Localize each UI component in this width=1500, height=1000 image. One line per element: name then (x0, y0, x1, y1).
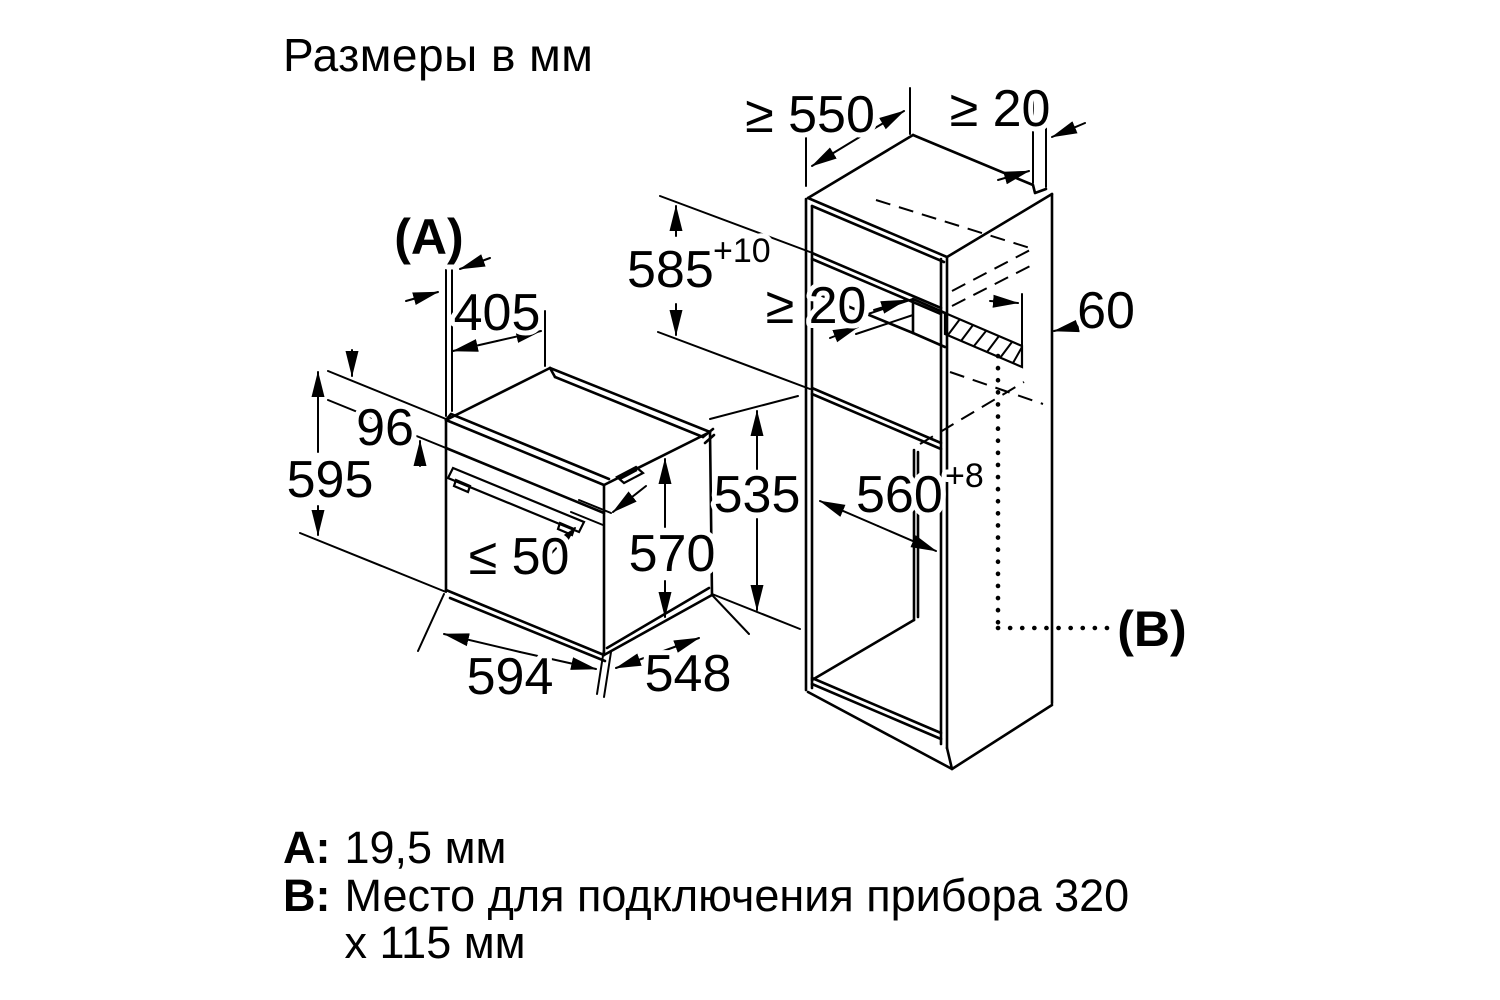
legend-b-key: B: (283, 870, 331, 921)
legend-row-b: B: Место для подключения прибора 320 x 1… (283, 872, 1129, 966)
oven-door-slab-edge (444, 412, 611, 481)
label-rear-gap-middle: ≥ 20 (766, 277, 867, 335)
dim-548: 548 (615, 595, 750, 708)
oven-dimensions: (A) 405 96 595 (282, 204, 806, 711)
dim-405: 405 (449, 279, 546, 367)
dim-560: 560 +8 (819, 452, 989, 552)
cab-right-top-edge (945, 192, 1054, 259)
cab-right-bottom-edge (950, 703, 1054, 771)
oven-handle-bar (446, 466, 586, 534)
oven-top-back-edge (548, 366, 712, 434)
oven-top-back-lip (553, 375, 705, 439)
legend-a-key: A: (283, 822, 331, 873)
cab-vent-hatch (943, 311, 1024, 369)
label-vent-offset: 60 (1077, 282, 1135, 340)
cab-left-stile (804, 197, 814, 692)
oven-door-bottom-edge (444, 588, 606, 657)
cab-hidden-vent-top (951, 248, 1037, 307)
cab-niche-bottom-shelf (810, 386, 943, 451)
legend-b-line1: Место для подключения прибора 320 (344, 870, 1130, 921)
cab-shelf-back-edge (811, 290, 915, 335)
legend-b-line2: x 115 мм (344, 917, 526, 968)
oven-drawing (444, 366, 716, 663)
oven-side-grip-cutout (615, 465, 645, 485)
cabinet-dimensions: ≥ 550 ≥ 20 585 +10 ≥ 20 (622, 75, 1192, 662)
oven-lip-step-left (548, 366, 557, 379)
label-niche-width-tolerance: +8 (945, 457, 984, 495)
dim-20-mid: ≥ 20 (761, 272, 914, 343)
dim-door-thickness-A: (A) (389, 204, 491, 417)
cab-niche-top-shelf (810, 251, 943, 316)
label-niche-height: 585 (627, 241, 714, 299)
label-handle-protrusion: ≤ 50 (469, 528, 570, 586)
label-body-height: 570 (629, 525, 716, 583)
dim-535: 535 (709, 395, 805, 630)
legend-a-value: 19,5 мм (344, 822, 507, 873)
page-title: Размеры в мм (283, 29, 594, 81)
oven-side-bottom-inner (605, 586, 711, 650)
dim-20-top: ≥ 20 (945, 75, 1086, 188)
cab-interior-back-corner (912, 448, 920, 622)
dim-594: 594 (417, 593, 612, 711)
legend-row-a: A: 19,5 мм (283, 824, 1129, 871)
cab-hidden-top-back (875, 199, 1031, 249)
label-control-panel-height: 96 (356, 399, 414, 457)
cab-floor-left-edge (810, 618, 916, 682)
oven-control-panel-line (444, 446, 606, 515)
label-top-depth: 405 (454, 284, 541, 342)
oven-side-top-edge (602, 430, 712, 487)
cab-right-front-edge (939, 255, 949, 750)
label-B-ref: (B) (1117, 601, 1186, 657)
label-niche-height-tolerance: +10 (713, 232, 771, 270)
cab-top-back-edge (911, 133, 1048, 195)
label-niche-width: 560 (856, 466, 943, 524)
oven-body-bottom-line (448, 596, 607, 663)
legend-b-value: Место для подключения прибора 320 x 115 … (344, 872, 1129, 966)
dim-96: 96 (327, 349, 447, 467)
label-rear-gap-top: ≥ 20 (950, 80, 1051, 138)
dim-585: 585 +10 (622, 195, 811, 390)
cab-floor-front-edge (810, 676, 943, 741)
oven-side-grip-inner (619, 469, 638, 480)
dim-60: 60 (989, 277, 1140, 351)
label-A-ref: (A) (394, 209, 463, 265)
label-side-height: 535 (714, 466, 801, 524)
cabinet-drawing (804, 133, 1111, 771)
cab-plinth-bottom (806, 690, 954, 771)
oven-door-top-edge (444, 418, 606, 487)
dim-550: ≥ 550 (740, 81, 911, 187)
legend: A: 19,5 мм B: Место для подключения приб… (283, 824, 1129, 967)
cab-hidden-vent-bottom (919, 371, 1044, 445)
label-front-width: 594 (467, 648, 554, 706)
oven-side-bottom-edge (602, 593, 714, 657)
cab-top-front-edge (806, 196, 949, 259)
cab-top-left-edge (806, 133, 915, 200)
label-min-depth: ≥ 550 (745, 86, 875, 144)
dim-595: 595 (282, 371, 447, 593)
oven-top-left-edge (444, 366, 552, 422)
cab-top-front-inner (810, 204, 946, 264)
oven-side-back-edge (708, 430, 714, 597)
dim-handle-50: ≤ 50 (464, 485, 647, 591)
oven-handle-mount-left (452, 478, 472, 494)
label-front-height: 595 (287, 451, 374, 509)
label-body-depth: 548 (645, 645, 732, 703)
dim-570: 570 (624, 458, 720, 618)
